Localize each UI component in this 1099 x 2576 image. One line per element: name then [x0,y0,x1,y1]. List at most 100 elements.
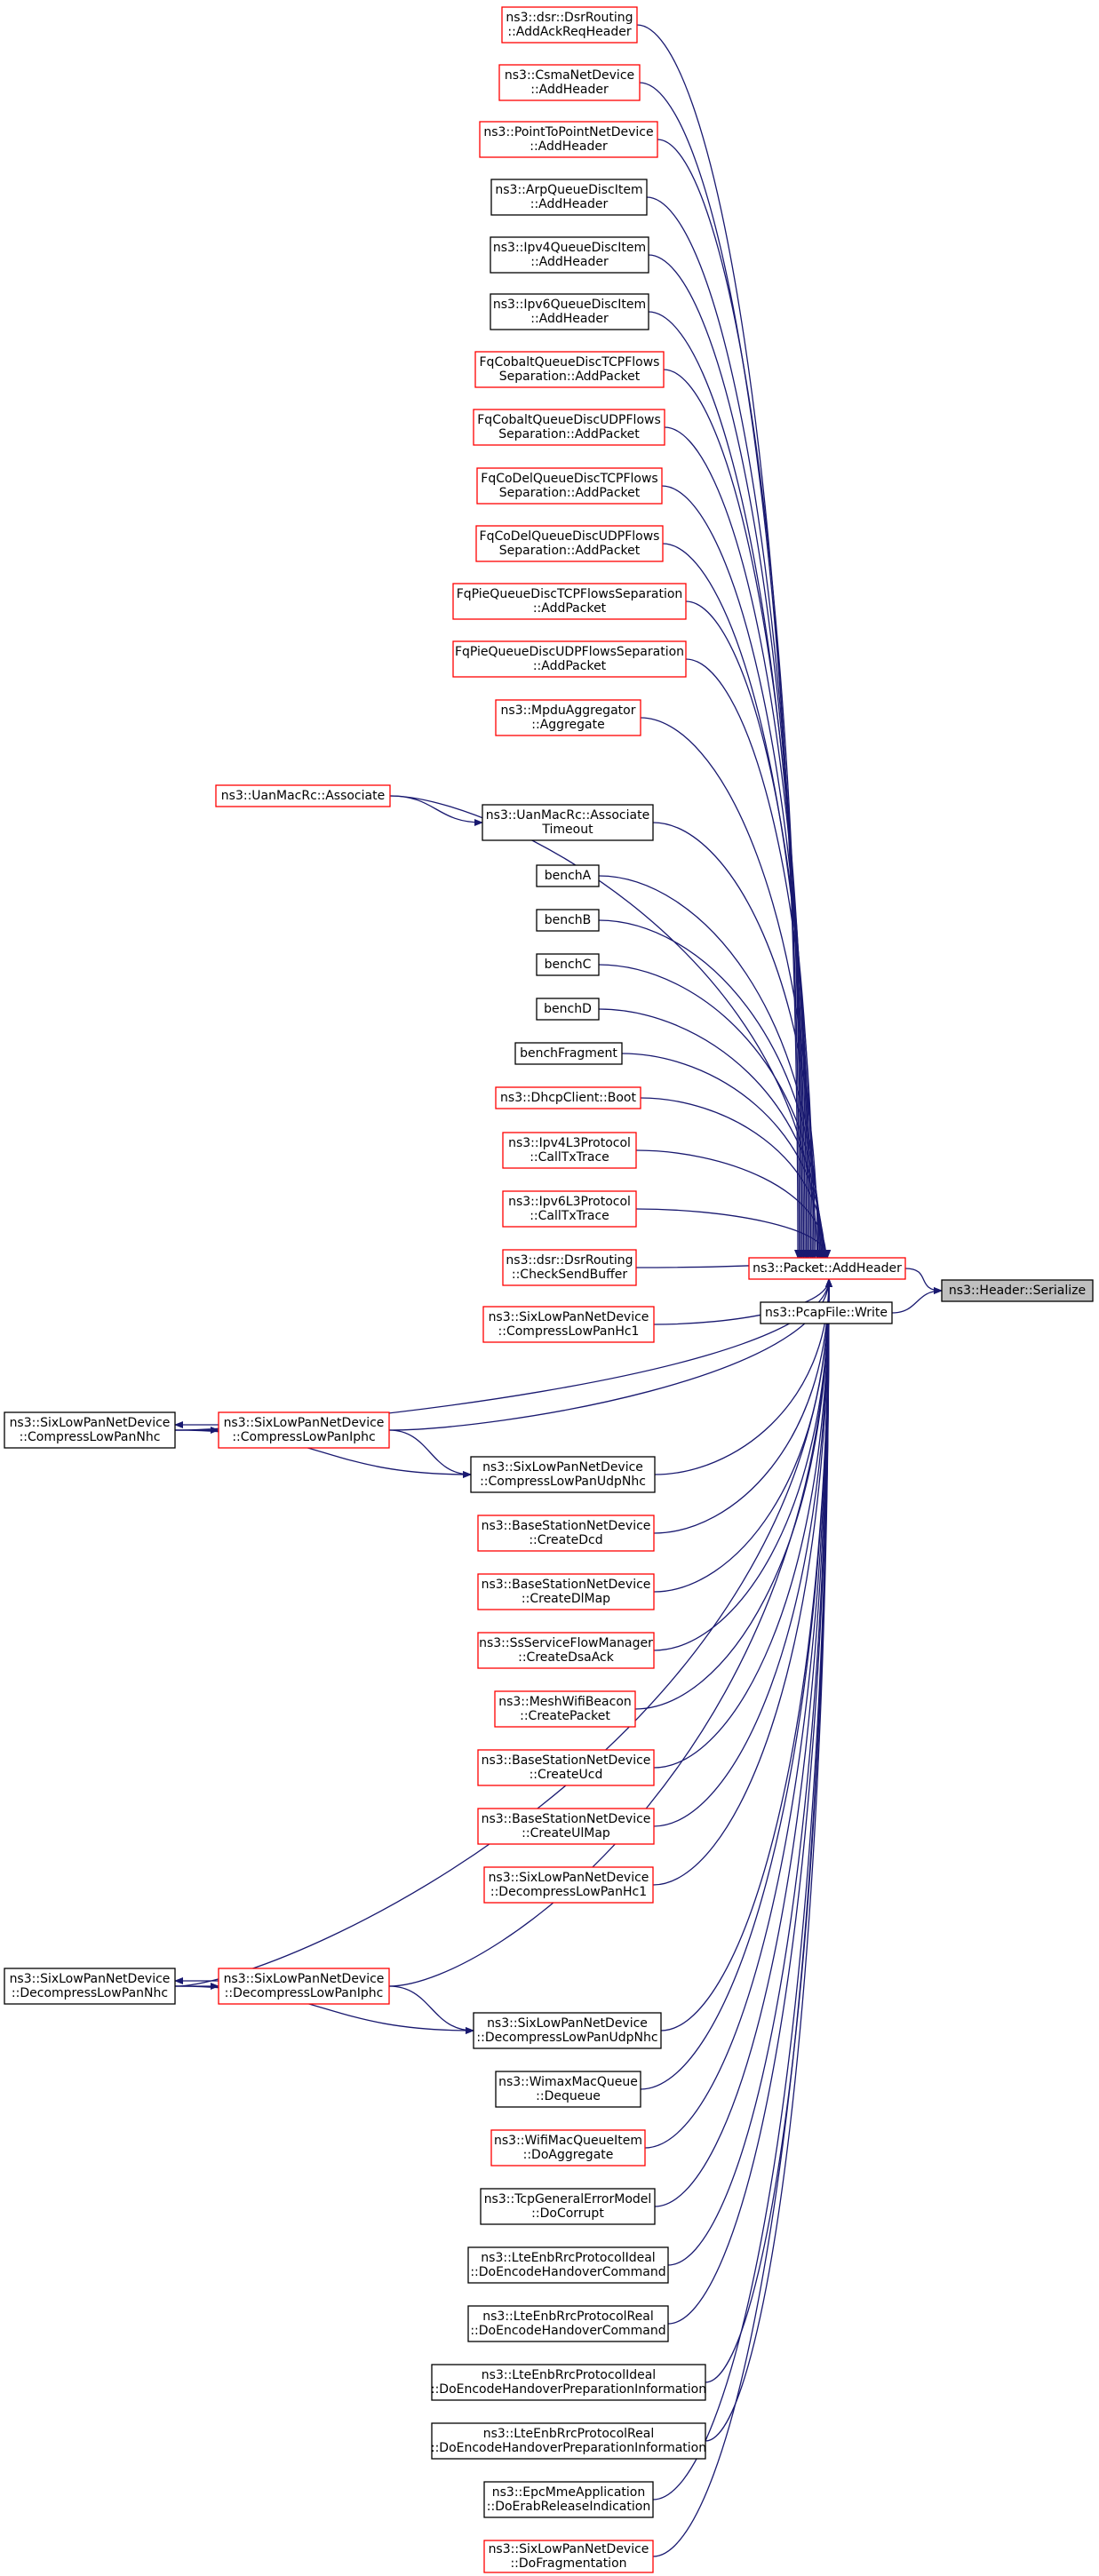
node-box[interactable] [4,1968,176,2005]
node-box[interactable] [495,699,641,736]
node-box[interactable] [483,2540,654,2573]
node-ns3-sixlowpannetdevice-decompresslowpanhc1[interactable]: ns3::SixLowPanNetDevice::DecompressLowPa… [483,1866,654,1904]
node-box[interactable] [218,1411,390,1449]
node-ns3-sixlowpannetdevice-compresslowpanhc1[interactable]: ns3::SixLowPanNetDevice::CompressLowPanH… [482,1306,655,1343]
node-fqcodelqueuedisctcpflows-separation-addpacket[interactable]: FqCoDelQueueDiscTCPFlowsSeparation::AddP… [476,467,663,505]
node-box[interactable] [502,1249,637,1286]
node-ns3-sixlowpannetdevice-decompresslowpannhc[interactable]: ns3::SixLowPanNetDevice::DecompressLowPa… [4,1968,176,2005]
node-box[interactable] [474,351,665,388]
node-box[interactable] [536,998,600,1021]
node-ns3-packet-addheader[interactable]: ns3::Packet::AddHeader [748,1257,906,1280]
node-ns3-ssserviceflowmanager-createdsaack[interactable]: ns3::SsServiceFlowManager::CreateDsaAck [477,1632,655,1669]
node-box[interactable] [483,1866,654,1904]
node-box[interactable] [494,1690,636,1728]
node-fqpiequeuediscudpflowsseparation-addpacket[interactable]: FqPieQueueDiscUDPFlowsSeparation::AddPac… [452,640,687,678]
node-box[interactable] [536,864,600,887]
node-box[interactable] [215,784,391,807]
node-ns3-epcmmeapplication-doerabreleaseindication[interactable]: ns3::EpcMmeApplication::DoErabReleaseInd… [483,2481,654,2518]
node-box[interactable] [477,1749,655,1786]
node-box[interactable] [498,64,641,101]
node-box[interactable] [536,953,600,976]
node-box[interactable] [476,467,663,505]
node-box[interactable] [483,2481,654,2518]
node-box[interactable] [477,1808,655,1845]
node-ns3-pointtopointnetdevice-addheader[interactable]: ns3::PointToPointNetDevice::AddHeader [479,121,658,158]
node-ns3-basestationnetdevice-createulmap[interactable]: ns3::BaseStationNetDevice::CreateUlMap [477,1808,655,1845]
node-ns3-ipv4queuediscitem-addheader[interactable]: ns3::Ipv4QueueDiscItem::AddHeader [490,236,649,274]
node-ns3-wimaxmacqueue-dequeue[interactable]: ns3::WimaxMacQueue::Dequeue [495,2071,641,2108]
node-box[interactable] [490,179,648,216]
node-box[interactable] [467,2246,669,2284]
node-box[interactable] [514,1042,623,1065]
node-ns3-sixlowpannetdevice-dofragmentation[interactable]: ns3::SixLowPanNetDevice::DoFragmentation [483,2540,654,2573]
node-ns3-sixlowpannetdevice-decompresslowpaniphc[interactable]: ns3::SixLowPanNetDevice::DecompressLowPa… [218,1968,390,2005]
node-box[interactable] [477,1573,655,1610]
node-box[interactable] [473,2012,662,2049]
node-ns3-lteenbrrcprotocolideal-doencodehandoverpreparationinformation[interactable]: ns3::LteEnbRrcProtocolIdeal::DoEncodeHan… [431,2364,706,2401]
node-box[interactable] [502,1132,637,1169]
node-ns3-csmanetdevice-addheader[interactable]: ns3::CsmaNetDevice::AddHeader [498,64,641,101]
node-box[interactable] [475,525,664,562]
node-ns3-sixlowpannetdevice-decompresslowpanudpnhc[interactable]: ns3::SixLowPanNetDevice::DecompressLowPa… [473,2012,662,2049]
node-box[interactable] [490,2129,646,2167]
node-box[interactable] [4,1411,176,1449]
node-box[interactable] [431,2364,706,2401]
node-ns3-dsr-dsrrouting-checksendbuffer[interactable]: ns3::dsr::DsrRouting::CheckSendBuffer [502,1249,637,1286]
node-ns3-dhcpclient-boot[interactable]: ns3::DhcpClient::Boot [495,1086,641,1109]
node-box[interactable] [501,6,638,44]
node-ns3-sixlowpannetdevice-compresslowpannhc[interactable]: ns3::SixLowPanNetDevice::CompressLowPanN… [4,1411,176,1449]
node-ns3-ipv6queuediscitem-addheader[interactable]: ns3::Ipv6QueueDiscItem::AddHeader [490,293,649,330]
node-ns3-meshwifibeacon-createpacket[interactable]: ns3::MeshWifiBeacon::CreatePacket [494,1690,636,1728]
node-box[interactable] [482,1306,655,1343]
node-ns3-lteenbrrcprotocolreal-doencodehandoverpreparationinformation[interactable]: ns3::LteEnbRrcProtocolReal::DoEncodeHand… [431,2422,706,2460]
node-ns3-basestationnetdevice-createucd[interactable]: ns3::BaseStationNetDevice::CreateUcd [477,1749,655,1786]
node-box[interactable] [452,640,687,678]
node-box[interactable] [470,1456,656,1493]
node-ns3-sixlowpannetdevice-compresslowpanudpnhc[interactable]: ns3::SixLowPanNetDevice::CompressLowPanU… [470,1456,656,1493]
node-box[interactable] [490,236,649,274]
node-box[interactable] [480,2188,656,2225]
node-box[interactable] [431,2422,706,2460]
node-fqcobaltqueuedisctcpflows-separation-addpacket[interactable]: FqCobaltQueueDiscTCPFlowsSeparation::Add… [474,351,665,388]
node-box[interactable] [495,1086,641,1109]
node-box[interactable] [479,121,658,158]
node-ns3-basestationnetdevice-createdcd[interactable]: ns3::BaseStationNetDevice::CreateDcd [477,1515,655,1552]
node-box[interactable] [473,409,665,446]
node-benchd[interactable]: benchD [536,998,600,1021]
node-benchb[interactable]: benchB [536,909,600,932]
node-benchfragment[interactable]: benchFragment [514,1042,623,1065]
node-ns3-lteenbrrcprotocolreal-doencodehandovercommand[interactable]: ns3::LteEnbRrcProtocolReal::DoEncodeHand… [467,2305,669,2342]
node-box[interactable] [941,1279,1094,1302]
node-ns3-header-serialize[interactable]: ns3::Header::Serialize [941,1279,1094,1302]
node-fqpiequeuedisctcpflowsseparation-addpacket[interactable]: FqPieQueueDiscTCPFlowsSeparation::AddPac… [452,583,687,620]
node-box[interactable] [760,1301,893,1324]
node-benchc[interactable]: benchC [536,953,600,976]
node-ns3-sixlowpannetdevice-compresslowpaniphc[interactable]: ns3::SixLowPanNetDevice::CompressLowPanI… [218,1411,390,1449]
node-ns3-ipv4l3protocol-calltxtrace[interactable]: ns3::Ipv4L3Protocol::CallTxTrace [502,1132,637,1169]
node-box[interactable] [467,2305,669,2342]
node-ns3-ipv6l3protocol-calltxtrace[interactable]: ns3::Ipv6L3Protocol::CallTxTrace [502,1190,637,1228]
node-box[interactable] [482,804,654,841]
node-fqcodelqueuediscudpflows-separation-addpacket[interactable]: FqCoDelQueueDiscUDPFlowsSeparation::AddP… [475,525,664,562]
node-bencha[interactable]: benchA [536,864,600,887]
node-box[interactable] [218,1968,390,2005]
node-ns3-mpduaggregator-aggregate[interactable]: ns3::MpduAggregator::Aggregate [495,699,641,736]
node-box[interactable] [502,1190,637,1228]
node-box[interactable] [748,1257,906,1280]
node-ns3-arpqueuediscitem-addheader[interactable]: ns3::ArpQueueDiscItem::AddHeader [490,179,648,216]
node-ns3-tcpgeneralerrormodel-docorrupt[interactable]: ns3::TcpGeneralErrorModel::DoCorrupt [480,2188,656,2225]
node-box[interactable] [495,2071,641,2108]
node-ns3-basestationnetdevice-createdlmap[interactable]: ns3::BaseStationNetDevice::CreateDlMap [477,1573,655,1610]
node-box[interactable] [536,909,600,932]
node-ns3-pcapfile-write[interactable]: ns3::PcapFile::Write [760,1301,893,1324]
node-fqcobaltqueuediscudpflows-separation-addpacket[interactable]: FqCobaltQueueDiscUDPFlowsSeparation::Add… [473,409,665,446]
node-ns3-wifimacqueueitem-doaggregate[interactable]: ns3::WifiMacQueueItem::DoAggregate [490,2129,646,2167]
node-ns3-dsr-dsrrouting-addackreqheader[interactable]: ns3::dsr::DsrRouting::AddAckReqHeader [501,6,638,44]
node-box[interactable] [477,1515,655,1552]
node-ns3-uanmacrc-associate[interactable]: ns3::UanMacRc::Associate [215,784,391,807]
node-box[interactable] [490,293,649,330]
node-box[interactable] [452,583,687,620]
node-ns3-lteenbrrcprotocolideal-doencodehandovercommand[interactable]: ns3::LteEnbRrcProtocolIdeal::DoEncodeHan… [467,2246,669,2284]
node-box[interactable] [477,1632,655,1669]
